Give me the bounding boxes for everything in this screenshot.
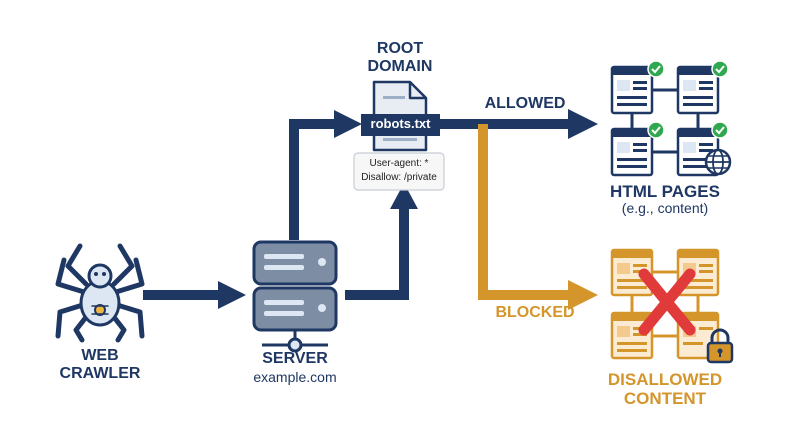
rules-line-disallow: Disallow: /private xyxy=(361,172,437,183)
rules-line-user-agent: User-agent: * xyxy=(369,158,429,169)
webpage-icon xyxy=(610,248,654,297)
checkmark-icon xyxy=(647,121,665,139)
rules-box xyxy=(353,152,445,191)
webpage-icon xyxy=(610,65,654,115)
html-pages-subtitle: (e.g., content) xyxy=(621,200,709,216)
robots-file-badge xyxy=(361,114,440,136)
block-x-icon xyxy=(638,268,696,336)
blocked-label: BLOCKED xyxy=(495,304,575,321)
webpage-grid-icon xyxy=(610,60,732,177)
globe-icon xyxy=(704,148,732,176)
html-pages-title: HTML PAGES xyxy=(610,182,720,201)
server-subtitle: example.com xyxy=(253,369,337,385)
checkmark-icon xyxy=(711,60,729,78)
robots-file-label: robots.txt xyxy=(370,116,431,131)
disallowed-label-line1: DISALLOWED xyxy=(607,370,723,389)
arrows xyxy=(143,109,598,310)
spider-icon xyxy=(55,243,145,343)
server-title: SERVER xyxy=(262,350,328,367)
server-icon xyxy=(252,240,338,353)
blocked-arrow xyxy=(478,124,598,310)
allowed-label: ALLOWED xyxy=(484,95,566,112)
disallowed-content-label: DISALLOWED CONTENT xyxy=(590,370,740,408)
server-to-rules-arrow xyxy=(345,183,418,300)
crawler-label-line1: WEB xyxy=(81,347,119,364)
crawler-label-line2: CRAWLER xyxy=(59,364,141,382)
rules-text: User-agent: * Disallow: /private xyxy=(354,157,444,185)
webpage-icon xyxy=(610,127,654,177)
lock-icon xyxy=(706,328,734,364)
checkmark-icon xyxy=(711,121,729,139)
crawler-to-server-arrow xyxy=(143,281,246,309)
connectors xyxy=(630,88,700,154)
server-to-robots-arrow xyxy=(289,110,362,240)
disallowed-grid-icon xyxy=(610,248,734,364)
disallowed-label-line2: CONTENT xyxy=(623,389,707,409)
checkmark-icon xyxy=(647,60,665,78)
root-domain-line1: ROOT xyxy=(376,40,424,57)
allowed-arrow xyxy=(440,109,598,139)
crawler-label: WEB CRAWLER xyxy=(50,347,150,383)
root-domain-line2: DOMAIN xyxy=(367,57,433,75)
webpage-icon xyxy=(676,65,720,115)
root-domain-label: ROOT DOMAIN xyxy=(340,40,460,76)
